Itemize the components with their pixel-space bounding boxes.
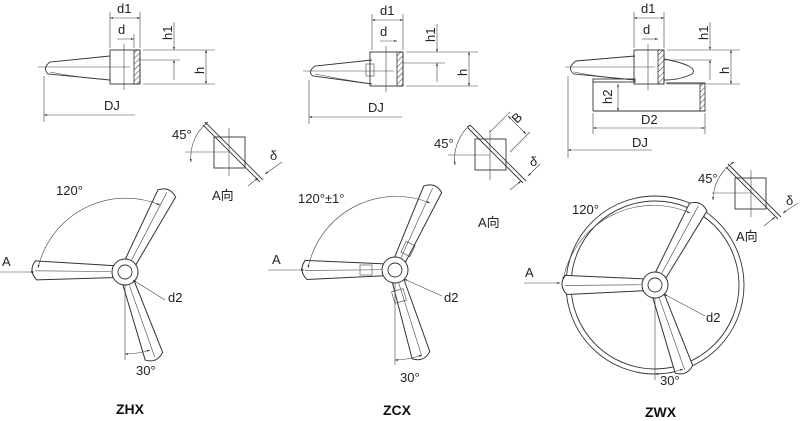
label-a: A: [272, 252, 281, 267]
label-d1: d1: [641, 1, 655, 16]
a-view: 45° δ A向: [172, 121, 283, 203]
label-h2: h2: [600, 90, 615, 104]
label-delta: δ: [270, 148, 277, 163]
top-view: 120°±1° A d2 30°: [268, 181, 458, 385]
top-view: 120° A d2 30°: [0, 183, 182, 378]
label-d1: d1: [117, 1, 131, 16]
label-d1: d1: [380, 3, 394, 18]
label-45: 45°: [172, 127, 192, 142]
label-a: A: [2, 254, 11, 269]
label-a-view: A向: [478, 215, 500, 230]
label-b: B: [509, 109, 526, 126]
label-h: h: [455, 69, 470, 76]
label-dj: DJ: [104, 98, 120, 113]
model-name-zcx: ZCX: [383, 402, 412, 418]
label-delta: δ: [786, 193, 793, 208]
a-view: B 45° δ A向: [434, 109, 541, 230]
side-view: d1 d h1 h h2 D2 DJ: [565, 1, 740, 158]
label-45: 45°: [434, 136, 454, 151]
label-30: 30°: [400, 370, 420, 385]
label-d2: d2: [444, 290, 458, 305]
label-h1: h1: [160, 26, 175, 40]
model-name-zhx: ZHX: [116, 401, 145, 417]
label-d2-dim: D2: [641, 112, 658, 127]
top-view: 120° A d2 30°: [524, 195, 745, 388]
a-view: 45° δ A向: [698, 161, 799, 244]
label-d2: d2: [168, 290, 182, 305]
label-dj: DJ: [368, 100, 384, 115]
label-a-view: A向: [212, 188, 234, 203]
panel-zcx: d1 d h1 h DJ B 45° δ A向: [268, 3, 541, 418]
label-d: d: [643, 22, 650, 37]
label-d: d: [118, 22, 125, 37]
label-h: h: [717, 67, 732, 74]
panel-zhx: d1 d h1 h DJ 45° δ A向: [0, 1, 283, 417]
label-45: 45°: [698, 171, 718, 186]
label-120: 120°: [572, 202, 599, 217]
label-a: A: [525, 265, 534, 280]
label-h1: h1: [423, 28, 438, 42]
label-h: h: [192, 67, 207, 74]
panel-zwx: d1 d h1 h h2 D2 DJ 45° δ A向: [524, 1, 799, 420]
label-30: 30°: [136, 363, 156, 378]
label-30: 30°: [660, 373, 680, 388]
label-a-view: A向: [736, 229, 758, 244]
side-view: d1 d h1 h DJ: [38, 1, 215, 122]
label-120: 120°±1°: [298, 191, 344, 206]
model-name-zwx: ZWX: [645, 404, 677, 420]
label-delta: δ: [530, 154, 537, 169]
side-view: d1 d h1 h DJ: [303, 3, 478, 124]
label-d2: d2: [706, 310, 720, 325]
label-120: 120°: [56, 183, 83, 198]
label-h1: h1: [696, 26, 711, 40]
label-dj: DJ: [632, 135, 648, 150]
label-d: d: [380, 24, 387, 39]
